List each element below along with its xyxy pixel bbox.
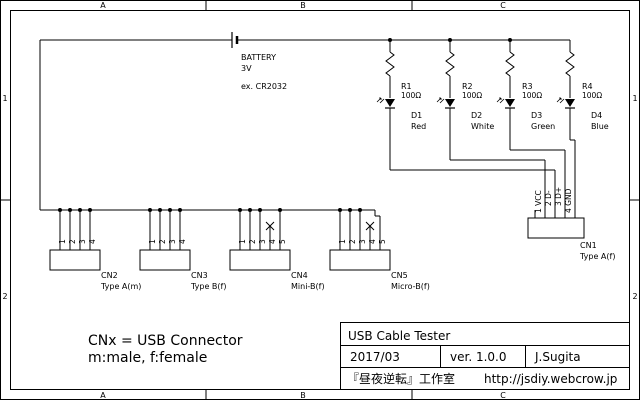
battery-name: BATTERY — [241, 53, 276, 62]
cn3-pin4: 4 — [178, 239, 187, 244]
frame-col-b: B — [300, 1, 306, 10]
r3-value: 100Ω — [522, 91, 542, 100]
cn2-pin3: 3 — [78, 239, 87, 244]
cn2-ref: CN2 — [101, 271, 118, 280]
d2-ref: D2 — [471, 111, 482, 120]
cn5-pin1: 1 — [338, 239, 347, 244]
cn5-ref: CN5 — [391, 271, 408, 280]
branch-r3-d3 — [505, 38, 565, 151]
frame-col-c: C — [500, 1, 506, 10]
cn5-connector — [329, 208, 391, 271]
cn1-connector — [527, 140, 585, 239]
r1-value: 100Ω — [401, 91, 421, 100]
frame-row-1-right: 1 — [632, 94, 637, 103]
legend-line2: m:male, f:female — [88, 350, 207, 366]
cn5-pin3: 3 — [358, 239, 367, 244]
cn2-pin4: 4 — [88, 239, 97, 244]
battery-voltage: 3V — [241, 64, 252, 73]
legend-line1: CNx = USB Connector — [88, 333, 243, 349]
frame-col-a: A — [100, 1, 106, 10]
frame-col-c-bottom: C — [500, 391, 506, 400]
cn4-pin5: 5 — [278, 239, 287, 244]
cn4-pin4: 4 — [268, 239, 277, 244]
d3-ref: D3 — [531, 111, 542, 120]
vcc-rail — [39, 39, 570, 210]
frame-row-1: 1 — [2, 94, 7, 103]
cn4-pin1: 1 — [238, 239, 247, 244]
title-block-title: USB Cable Tester — [348, 329, 450, 343]
title-block-version: ver. 1.0.0 — [450, 350, 506, 364]
cn1-ref: CN1 — [580, 241, 597, 250]
cn3-pin2: 2 — [158, 239, 167, 244]
cn4-type: Mini-B(f) — [291, 282, 325, 291]
cn4-connector — [229, 208, 291, 271]
cn2-type: Type A(m) — [100, 282, 141, 291]
battery-example: ex. CR2032 — [241, 82, 287, 91]
title-block — [340, 322, 630, 390]
cn5-pin5: 5 — [378, 239, 387, 244]
branch-r4-d4 — [565, 40, 575, 141]
cn1-pin2: 2 D- — [544, 190, 553, 206]
branch-r1-d1 — [385, 38, 555, 171]
cn4-pin3: 3 — [258, 239, 267, 244]
cn5-type: Micro-B(f) — [391, 282, 430, 291]
cn5-pin2: 2 — [348, 239, 357, 244]
d1-ref: D1 — [411, 111, 422, 120]
cn3-type: Type B(f) — [190, 282, 226, 291]
cn4-pin2: 2 — [248, 239, 257, 244]
cn3-pin3: 3 — [168, 239, 177, 244]
d1-color: Red — [411, 122, 426, 131]
cn1-pin4: 4 GND — [564, 188, 573, 213]
r2-value: 100Ω — [462, 91, 482, 100]
title-block-author: J.Sugita — [534, 350, 581, 364]
r1-ref: R1 — [401, 82, 412, 91]
cn2-pin1: 1 — [58, 239, 67, 244]
d4-ref: D4 — [591, 111, 602, 120]
r4-ref: R4 — [582, 82, 593, 91]
r4-value: 100Ω — [582, 91, 602, 100]
cn3-connector — [139, 208, 191, 271]
led-arrows — [376, 97, 565, 104]
d2-color: White — [471, 122, 494, 131]
title-block-org: 『昼夜逆転』工作室 — [347, 371, 455, 386]
title-block-url: http://jsdiy.webcrow.jp — [484, 372, 617, 386]
frame-row-2-right: 2 — [632, 292, 637, 301]
frame-row-2: 2 — [2, 292, 7, 301]
d3-color: Green — [531, 122, 555, 131]
battery-symbol — [231, 32, 239, 48]
cn1-pin1: 1 VCC — [534, 190, 543, 213]
cn5-pin4: 4 — [368, 239, 377, 244]
cn1-pin3: 3 D+ — [554, 187, 563, 206]
frame-col-b-bottom: B — [300, 391, 306, 400]
cn4-ref: CN4 — [291, 271, 308, 280]
title-block-date: 2017/03 — [350, 350, 400, 364]
branch-r2-d2 — [445, 38, 545, 161]
cn1-type: Type A(f) — [579, 252, 615, 261]
cn2-pin2: 2 — [68, 239, 77, 244]
r2-ref: R2 — [462, 82, 473, 91]
cn2-connector — [49, 208, 101, 271]
r3-ref: R3 — [522, 82, 533, 91]
cn3-ref: CN3 — [191, 271, 208, 280]
frame-col-a-bottom: A — [100, 391, 106, 400]
d4-color: Blue — [591, 122, 609, 131]
cn3-pin1: 1 — [148, 239, 157, 244]
